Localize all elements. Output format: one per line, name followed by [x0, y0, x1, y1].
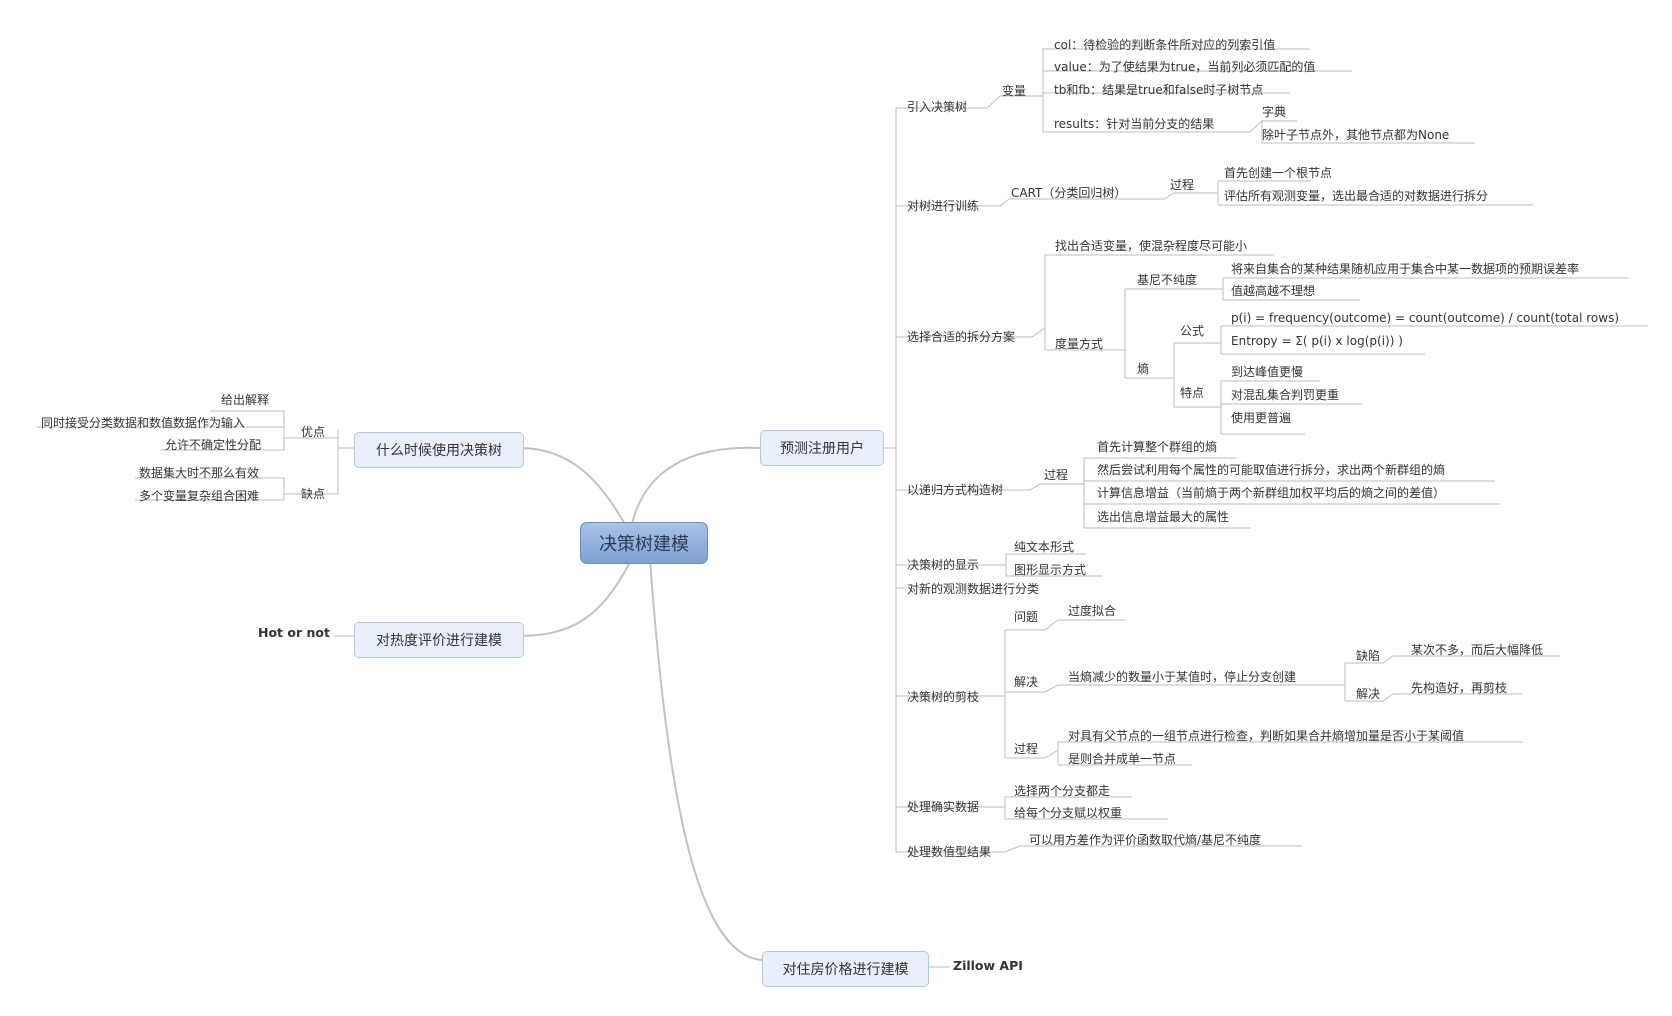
var-results[interactable]: results：针对当前分支的结果	[1054, 117, 1215, 131]
prune-problem-label[interactable]: 问题	[1014, 610, 1039, 624]
formula-item[interactable]: p(i) = frequency(outcome) = count(outcom…	[1231, 311, 1620, 325]
traits-label[interactable]: 特点	[1180, 386, 1205, 400]
hot-or-not-label[interactable]: Hot or not	[258, 625, 330, 640]
split-label[interactable]: 选择合适的拆分方案	[907, 330, 1016, 344]
pros-item[interactable]: 给出解释	[221, 393, 270, 407]
train-process-label[interactable]: 过程	[1170, 178, 1195, 192]
results-item[interactable]: 除叶子节点外，其他节点都为None	[1262, 128, 1450, 142]
results-item[interactable]: 字典	[1262, 105, 1287, 119]
prune-solution-label[interactable]: 解决	[1014, 675, 1039, 689]
prune-label[interactable]: 决策树的剪枝	[907, 690, 980, 704]
measure-label[interactable]: 度量方式	[1055, 337, 1104, 351]
display-label[interactable]: 决策树的显示	[907, 558, 980, 572]
traits-item[interactable]: 使用更普遍	[1231, 411, 1292, 425]
recursive-process-item[interactable]: 计算信息增益（当前熵于两个新群组加权平均后的熵之间的差值）	[1097, 486, 1446, 500]
prune-process-item[interactable]: 是则合并成单一节点	[1068, 752, 1177, 766]
recursive-process-item[interactable]: 首先计算整个群组的熵	[1097, 440, 1218, 454]
formula-item[interactable]: Entropy = Σ( p(i) x log(p(i)) )	[1231, 334, 1403, 348]
pros-item[interactable]: 同时接受分类数据和数值数据作为输入	[41, 416, 246, 430]
var-col[interactable]: col：待检验的判断条件所对应的列索引值	[1054, 38, 1276, 52]
recursive-process-item[interactable]: 然后尝试利用每个属性的可能取值进行拆分，求出两个新群组的熵	[1097, 463, 1446, 477]
missing-item[interactable]: 选择两个分支都走	[1014, 784, 1111, 798]
train-label[interactable]: 对树进行训练	[907, 199, 980, 213]
topic-hot-or-not[interactable]: 对热度评价进行建模	[354, 622, 524, 658]
vars-label[interactable]: 变量	[1002, 84, 1027, 98]
prune-defect-label[interactable]: 缺陷	[1356, 649, 1381, 663]
central-topic[interactable]: 决策树建模	[580, 522, 708, 564]
var-tbfb[interactable]: tb和fb：结果是true和false时子树节点	[1054, 83, 1264, 97]
prune-process-item[interactable]: 对具有父节点的一组节点进行检查，判断如果合并熵增加量是否小于某阈值	[1068, 729, 1465, 743]
gini-item[interactable]: 将来自集合的某种结果随机应用于集合中某一数据项的预期误差率	[1231, 262, 1580, 276]
recursive-process-label[interactable]: 过程	[1044, 468, 1069, 482]
prune-fix-item[interactable]: 先构造好，再剪枝	[1411, 681, 1508, 695]
missing-label[interactable]: 处理确实数据	[907, 800, 980, 814]
recursive-label[interactable]: 以递归方式构造树	[907, 483, 1004, 497]
numeric-label[interactable]: 处理数值型结果	[907, 845, 992, 859]
prune-process-label[interactable]: 过程	[1014, 742, 1039, 756]
gini-item[interactable]: 值越高越不理想	[1231, 284, 1316, 298]
split-find[interactable]: 找出合适变量，使混杂程度尽可能小	[1055, 239, 1248, 253]
display-item[interactable]: 纯文本形式	[1014, 540, 1075, 554]
pros-item[interactable]: 允许不确定性分配	[165, 438, 262, 452]
pros-label[interactable]: 优点	[301, 425, 326, 439]
cart-label[interactable]: CART（分类回归树）	[1011, 186, 1127, 200]
traits-item[interactable]: 到达峰值更慢	[1231, 365, 1304, 379]
missing-item[interactable]: 给每个分支赋以权重	[1014, 806, 1123, 820]
cons-item[interactable]: 多个变量复杂组合困难	[139, 489, 260, 503]
zillow-api-label[interactable]: Zillow API	[953, 958, 1023, 973]
gini-label[interactable]: 基尼不纯度	[1137, 273, 1198, 287]
numeric-item[interactable]: 可以用方差作为评价函数取代熵/基尼不纯度	[1029, 833, 1262, 847]
train-process-item[interactable]: 首先创建一个根节点	[1224, 166, 1333, 180]
recursive-process-item[interactable]: 选出信息增益最大的属性	[1097, 510, 1230, 524]
topic-when-to-use[interactable]: 什么时候使用决策树	[354, 432, 524, 468]
var-value[interactable]: value：为了使结果为true，当前列必须匹配的值	[1054, 60, 1316, 74]
train-process-item[interactable]: 评估所有观测变量，选出最合适的对数据进行拆分	[1224, 189, 1489, 203]
traits-item[interactable]: 对混乱集合判罚更重	[1231, 388, 1340, 402]
prune-solution-stop[interactable]: 当熵减少的数量小于某值时，停止分支创建	[1068, 670, 1297, 684]
entropy-label[interactable]: 熵	[1137, 362, 1150, 376]
formula-label[interactable]: 公式	[1180, 324, 1205, 338]
cons-label[interactable]: 缺点	[301, 487, 326, 501]
display-item[interactable]: 图形显示方式	[1014, 563, 1087, 577]
prune-defect-item[interactable]: 某次不多，而后大幅降低	[1411, 643, 1544, 657]
prune-fix-label[interactable]: 解决	[1356, 687, 1381, 701]
topic-house-price[interactable]: 对住房价格进行建模	[762, 951, 929, 987]
cons-item[interactable]: 数据集大时不那么有效	[139, 466, 260, 480]
prune-problem-item[interactable]: 过度拟合	[1068, 604, 1117, 618]
topic-predict-users[interactable]: 预测注册用户	[760, 430, 884, 466]
classify-label[interactable]: 对新的观测数据进行分类	[907, 582, 1040, 596]
intro-label[interactable]: 引入决策树	[907, 100, 968, 114]
